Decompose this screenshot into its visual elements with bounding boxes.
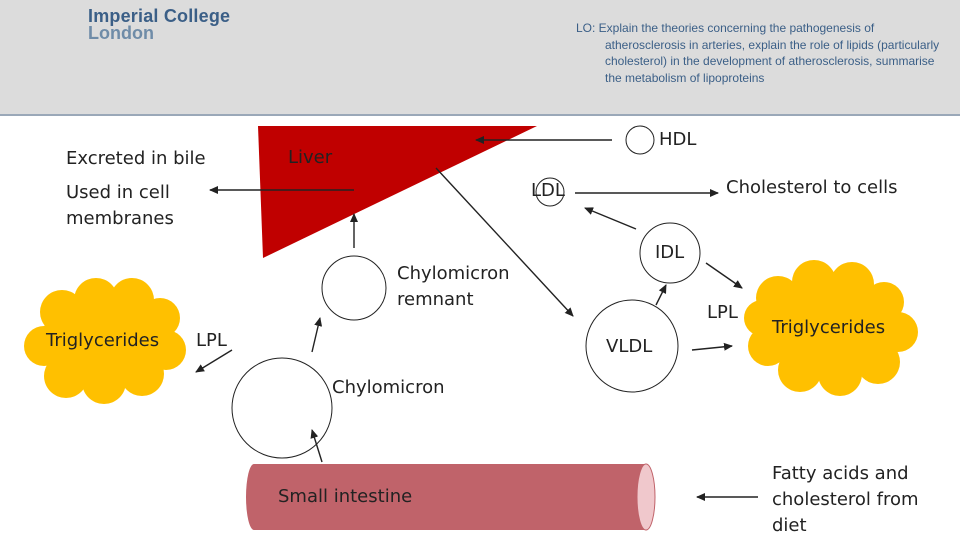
arrow-chylomicron-to-remnant: [311, 317, 323, 353]
hdl-label: HDL: [659, 129, 697, 150]
triglycerides-right-label: Triglycerides: [772, 317, 886, 338]
learning-objective-rest: atherosclerosis in arteries, explain the…: [605, 37, 940, 85]
learning-objective-first-line: LO: Explain the theories concerning the …: [576, 21, 875, 35]
vldl-particle: [585, 299, 679, 393]
chylomicron-remnant-particle: [321, 255, 387, 321]
arrow-idl-to-lpl: [705, 262, 743, 289]
ldl-particle: [535, 177, 565, 207]
triglycerides-cloud-left: [24, 278, 186, 404]
cholesterol-to-cells-label: Cholesterol to cells: [726, 177, 898, 198]
triglycerides-left-label: Triglycerides: [46, 330, 160, 351]
chylomicron-remnant-label: Chylomicron remnant: [397, 263, 510, 310]
ldl-label: LDL: [531, 180, 565, 201]
used-in-cell-membranes-label: Used in cell membranes: [66, 182, 174, 229]
arrow-intestine-to-chylomicron: [310, 429, 323, 463]
idl-label: IDL: [655, 242, 685, 263]
small-intestine-label: Small intestine: [278, 486, 413, 507]
fatty-acids-diet-label: Fatty acids and cholesterol from diet: [772, 463, 919, 536]
idl-particle: [639, 222, 701, 284]
liver-label: Liver: [288, 147, 333, 168]
lpl-right-label: LPL: [707, 302, 738, 323]
arrow-chylomicron-to-lpl: [195, 349, 233, 373]
learning-objective: LO: Explain the theories concerning the …: [576, 20, 946, 86]
arrow-idl-to-ldl: [584, 207, 637, 230]
arrow-vldl-to-triglycerides: [691, 342, 733, 351]
chylomicron-particle: [231, 357, 333, 459]
chylomicron-label: Chylomicron: [332, 377, 445, 398]
header-bar: Imperial College London LO: Explain the …: [0, 0, 960, 116]
liver-shape: [258, 126, 537, 258]
small-intestine-tube: [246, 463, 656, 531]
logo-line-2: London: [88, 23, 154, 43]
arrow-liver-to-vldl: [435, 167, 574, 317]
hdl-particle: [625, 125, 655, 155]
lpl-left-label: LPL: [196, 330, 227, 351]
vldl-label: VLDL: [606, 336, 653, 357]
logo-line-1: Imperial College: [88, 6, 231, 26]
excreted-in-bile-label: Excreted in bile: [66, 148, 206, 169]
imperial-college-logo: Imperial College London: [88, 6, 231, 43]
arrow-vldl-to-idl: [655, 284, 667, 306]
triglycerides-cloud-right: [744, 260, 918, 396]
